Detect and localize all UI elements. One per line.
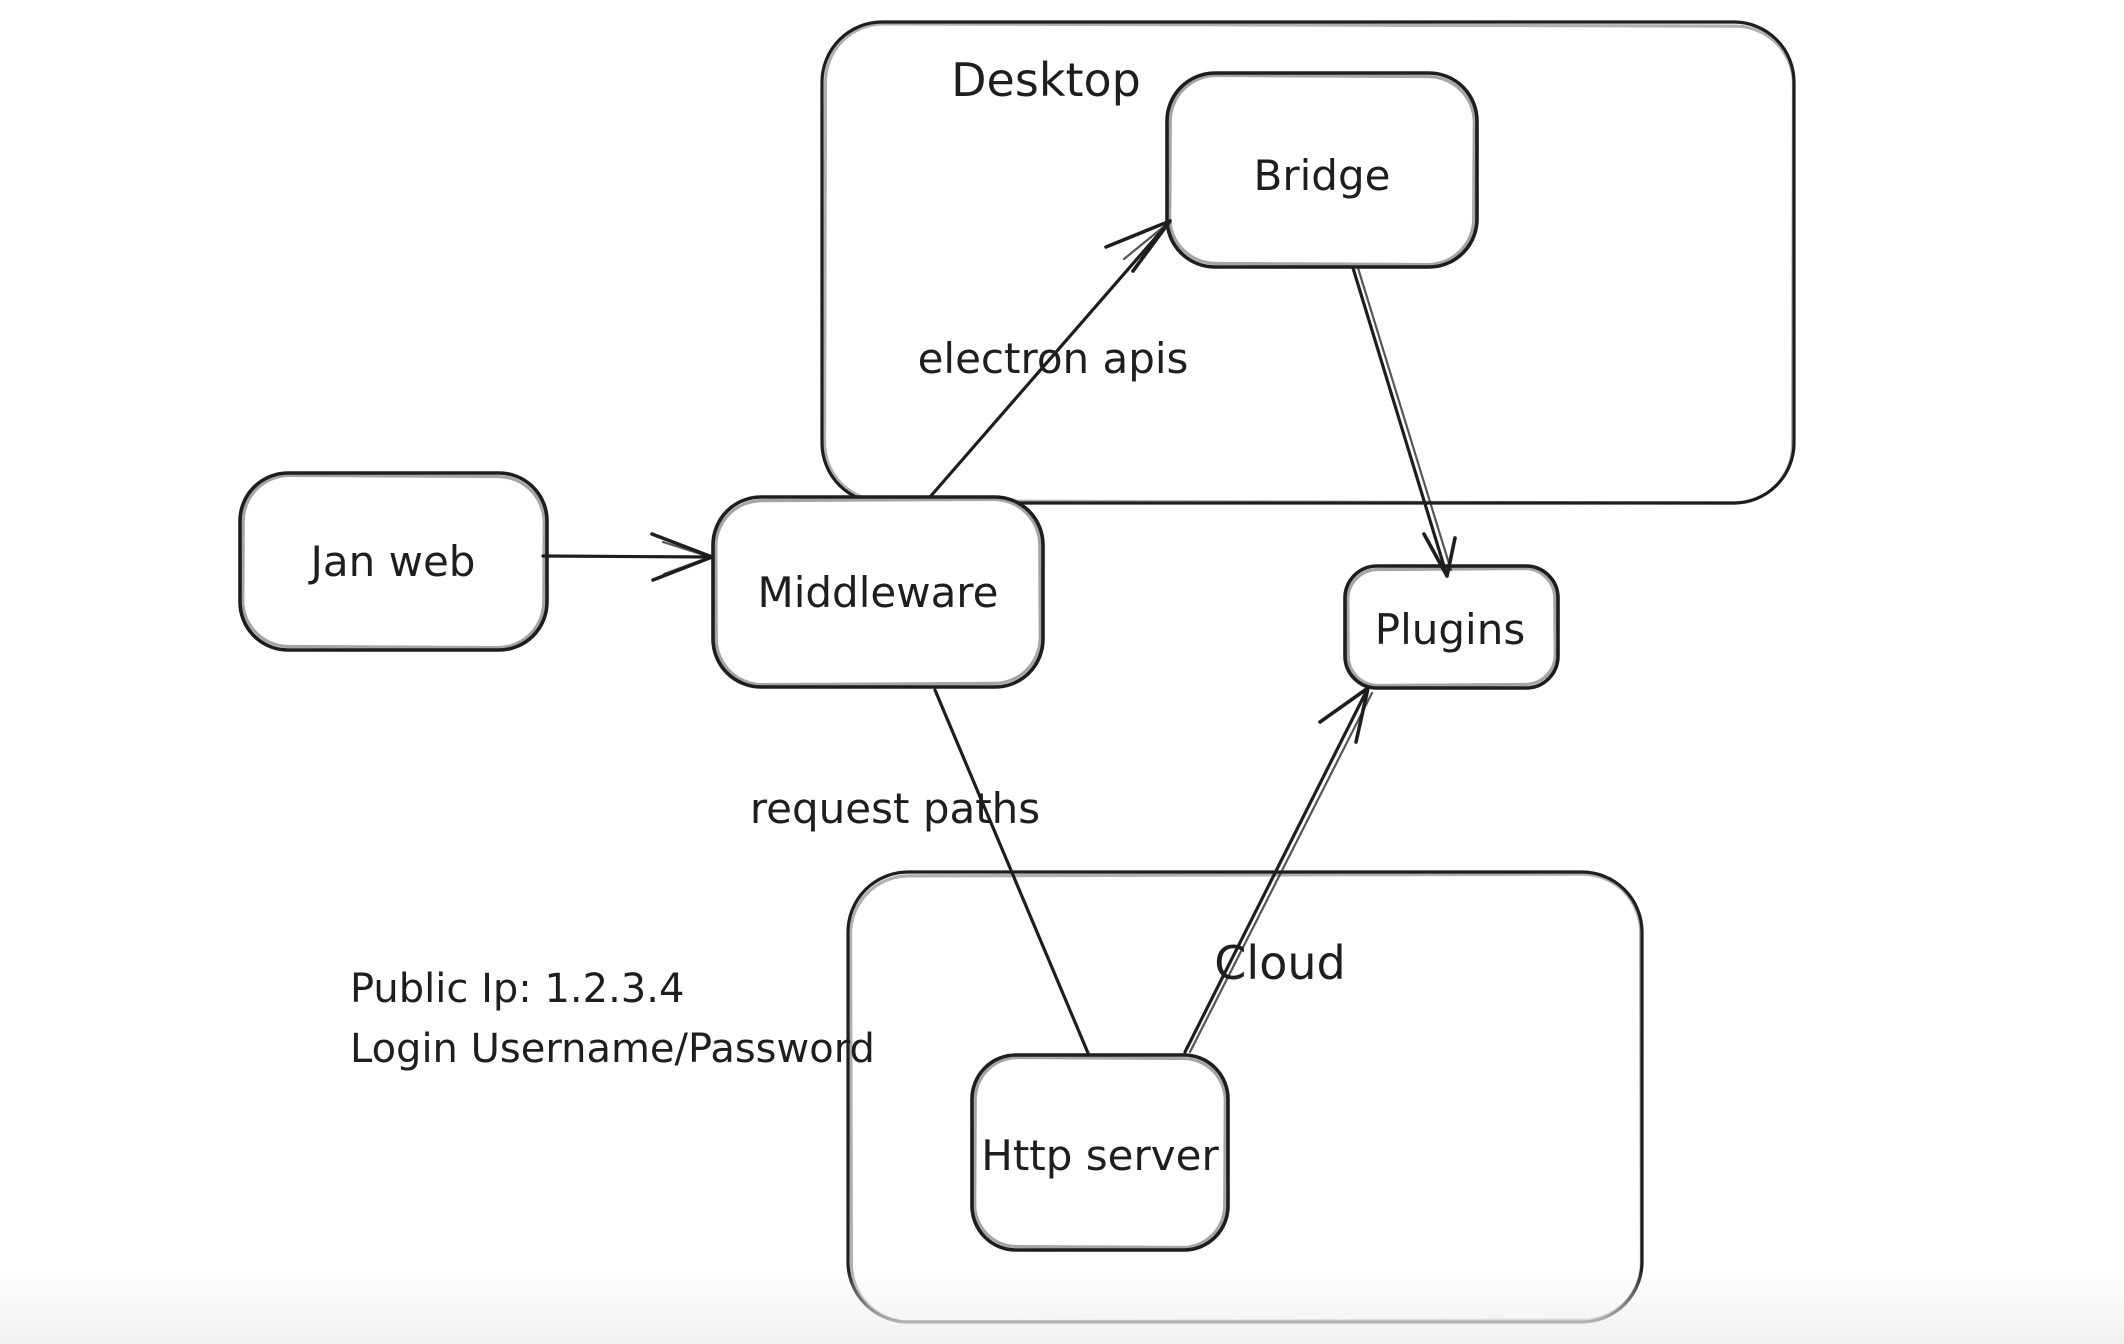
node-bridge-label: Bridge <box>1254 151 1391 200</box>
node-bridge-box <box>1165 71 1479 269</box>
node-http-server-box-sketch <box>973 1055 1227 1250</box>
edge-jan-web-to-middleware-line <box>541 554 713 559</box>
edge-middleware-to-bridge <box>928 219 1172 499</box>
node-plugins-box <box>1343 564 1560 690</box>
node-http-server-box <box>970 1053 1230 1252</box>
node-bridge <box>1165 71 1479 269</box>
node-middleware-box-sketch <box>714 497 1042 687</box>
node-plugins <box>1343 564 1560 690</box>
arrowhead-jan-web-to-middleware-sketch <box>661 540 712 576</box>
arrowhead-jan-web-to-middleware <box>650 532 714 582</box>
edge-http-server-to-plugins-line-sketch <box>1188 691 1374 1054</box>
node-plugins-label: Plugins <box>1375 605 1525 654</box>
arrowhead-http-server-to-plugins <box>1318 686 1370 744</box>
node-bridge-box-sketch <box>1168 73 1476 267</box>
annotation-login: Login Username/Password <box>350 1026 875 1072</box>
node-http-server-label: Http server <box>981 1131 1219 1180</box>
node-jan-web-label: Jan web <box>308 537 476 586</box>
node-http-server <box>970 1053 1230 1252</box>
edge-middleware-to-http-server-line <box>933 688 1090 1055</box>
annotation-public-ip: Public Ip: 1.2.3.4 <box>350 966 684 1012</box>
edge-middleware-to-bridge-line <box>928 219 1172 499</box>
node-middleware-box <box>711 495 1045 689</box>
edge-label-request-paths: request paths <box>750 784 1040 833</box>
arrowhead-bridge-to-plugins <box>1422 532 1457 578</box>
edge-http-server-to-plugins <box>1183 686 1374 1054</box>
desktop-container-box <box>820 20 1796 505</box>
edge-jan-web-to-middleware <box>541 532 714 582</box>
edge-http-server-to-plugins-line <box>1183 686 1370 1054</box>
arrowhead-middleware-to-bridge-sketch <box>1122 222 1169 261</box>
node-middleware <box>711 495 1045 689</box>
node-jan-web-box <box>238 471 549 652</box>
node-jan-web-box-sketch <box>241 473 546 650</box>
edge-bridge-to-plugins-line <box>1351 266 1449 578</box>
node-jan-web <box>238 471 549 652</box>
desktop-container-box-sketch <box>822 22 1796 505</box>
cloud-container-label: Cloud <box>1214 936 1345 990</box>
edge-bridge-to-plugins <box>1351 266 1457 578</box>
bottom-fade <box>0 1268 2124 1344</box>
edge-bridge-to-plugins-line-sketch <box>1356 266 1453 572</box>
edge-middleware-to-http-server <box>933 688 1090 1055</box>
arrowhead-middleware-to-bridge <box>1104 219 1172 273</box>
desktop-container <box>820 20 1796 505</box>
desktop-container-label: Desktop <box>951 53 1141 107</box>
node-middleware-label: Middleware <box>757 568 998 617</box>
edge-label-electron-apis: electron apis <box>918 334 1189 383</box>
